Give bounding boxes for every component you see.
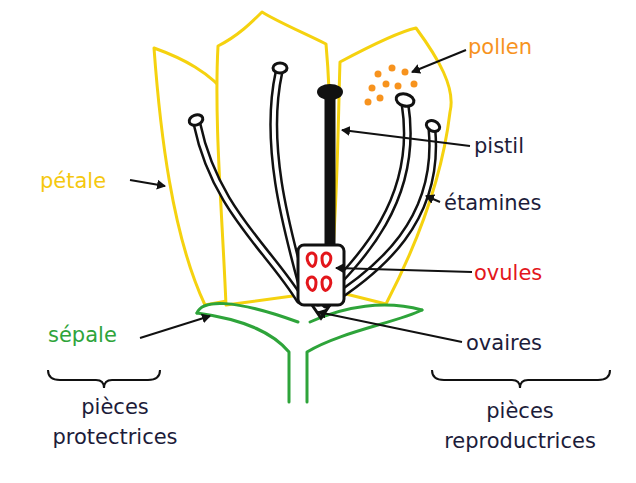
braces	[48, 370, 610, 388]
ovules-shape	[307, 253, 331, 290]
part-label: étamines	[444, 188, 541, 218]
part-label: pollen	[468, 32, 532, 62]
part-label: ovules	[474, 258, 542, 288]
part-label: pétale	[40, 166, 106, 196]
sepals-stem	[197, 303, 422, 402]
part-label: sépale	[48, 320, 117, 350]
petals	[154, 12, 451, 305]
group-label: pièces reproductrices	[425, 396, 615, 456]
leader-arrows	[130, 50, 472, 342]
pistil-shape	[298, 84, 344, 318]
part-label: pistil	[474, 131, 524, 161]
stamens	[188, 63, 442, 304]
pollen-grains	[365, 65, 418, 106]
part-label: ovaires	[466, 328, 542, 358]
group-label: pièces protectrices	[40, 392, 190, 452]
